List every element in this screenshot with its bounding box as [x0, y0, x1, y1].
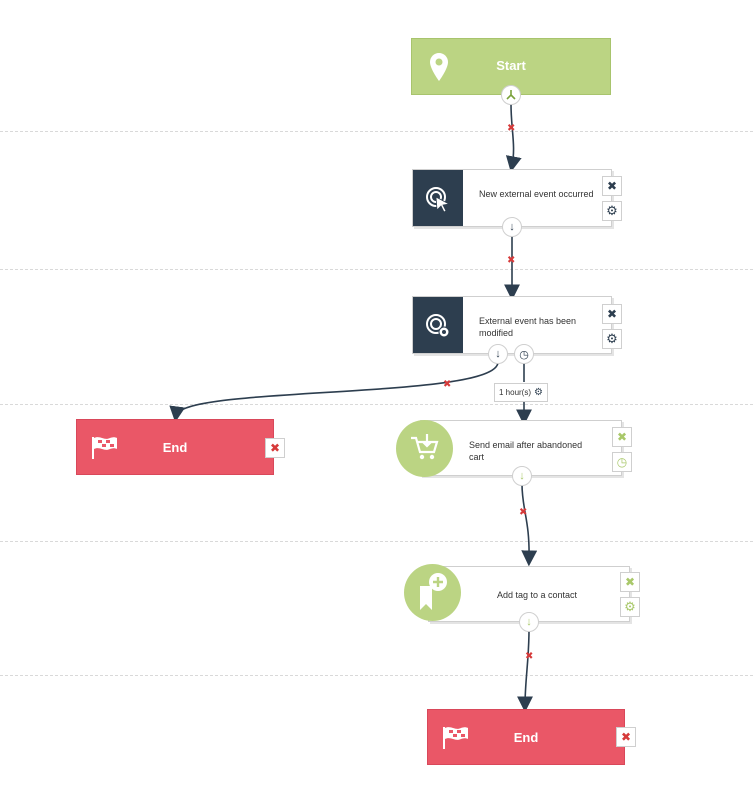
cursor-click-icon	[426, 187, 451, 212]
close-icon: ✖	[624, 575, 636, 589]
arrow-down-icon: ↓	[495, 348, 501, 360]
arrow-down-icon: ↓	[509, 221, 515, 233]
close-icon: ✖	[606, 307, 618, 321]
finish-flag-icon	[443, 727, 468, 749]
email-icon-circle	[396, 420, 453, 477]
modified-output-connector[interactable]: ↓	[488, 344, 508, 364]
start-output-connector[interactable]	[501, 85, 521, 105]
delete-button[interactable]: ✖	[265, 438, 285, 458]
timer-button[interactable]: ◷	[612, 452, 632, 472]
delay-text: 1 hour(s)	[499, 388, 532, 397]
close-icon: ✖	[606, 179, 618, 193]
delete-button[interactable]: ✖	[620, 572, 640, 592]
delete-connection-icon[interactable]: ✖	[525, 651, 534, 662]
delete-connection-icon[interactable]: ✖	[507, 123, 516, 134]
start-node[interactable]: Start	[411, 38, 611, 95]
row-separator	[0, 269, 753, 270]
end-node-left[interactable]: End	[76, 419, 274, 475]
node-text: Send email after abandoned cart	[469, 440, 583, 462]
gear-icon: ⚙	[534, 387, 543, 398]
tag-plus-icon	[420, 573, 447, 610]
arrow-down-icon: ↓	[526, 616, 532, 628]
delete-connection-icon[interactable]: ✖	[443, 379, 452, 390]
connector-start-to-event	[505, 103, 522, 173]
end-node-bottom[interactable]: End	[427, 709, 625, 765]
map-pin-icon	[430, 53, 448, 81]
row-separator	[0, 131, 753, 132]
arrow-down-icon: ↓	[519, 470, 525, 482]
gear-icon: ⚙	[606, 203, 618, 218]
delete-connection-icon[interactable]: ✖	[519, 507, 528, 518]
settings-button[interactable]: ⚙	[602, 201, 622, 221]
settings-button[interactable]: ⚙	[620, 597, 640, 617]
event-output-connector[interactable]: ↓	[502, 217, 522, 237]
settings-button[interactable]: ⚙	[602, 329, 622, 349]
clock-icon: ◷	[616, 455, 628, 469]
modified-timer-connector[interactable]: ◷	[514, 344, 534, 364]
close-icon: ✖	[620, 730, 632, 744]
delay-badge[interactable]: 1 hour(s) ⚙	[494, 383, 548, 402]
external-event-occurred-node[interactable]: New external event occurred	[412, 169, 612, 227]
gear-icon: ⚙	[624, 599, 636, 614]
connector-email-to-tag	[521, 483, 538, 567]
connector-modified-to-end	[169, 361, 499, 423]
row-separator	[0, 541, 753, 542]
tag-output-connector[interactable]: ↓	[519, 612, 539, 632]
start-label: Start	[496, 58, 526, 73]
gear-icon: ⚙	[606, 331, 618, 346]
tag-icon-circle	[404, 564, 461, 621]
delete-button[interactable]: ✖	[612, 427, 632, 447]
end-label: End	[513, 730, 539, 745]
clock-icon: ◷	[519, 348, 529, 361]
node-text: Add tag to a contact	[497, 590, 578, 600]
node-text: New external event occurred	[479, 189, 594, 199]
cart-download-icon	[411, 434, 439, 460]
close-icon: ✖	[269, 441, 281, 455]
split-arrow-icon	[506, 90, 516, 100]
row-separator	[0, 404, 753, 405]
external-event-modified-node[interactable]: External event has been modified	[412, 296, 612, 354]
node-text: External event has been modified	[479, 316, 577, 338]
close-icon: ✖	[616, 430, 628, 444]
delete-connection-icon[interactable]: ✖	[507, 255, 516, 266]
row-separator	[0, 675, 753, 676]
delete-button[interactable]: ✖	[616, 727, 636, 747]
cursor-gear-icon	[426, 314, 450, 338]
delete-button[interactable]: ✖	[602, 176, 622, 196]
delete-button[interactable]: ✖	[602, 304, 622, 324]
finish-flag-icon	[92, 437, 117, 459]
email-output-connector[interactable]: ↓	[512, 466, 532, 486]
connector-tag-to-end	[517, 629, 534, 713]
end-label: End	[162, 440, 188, 455]
